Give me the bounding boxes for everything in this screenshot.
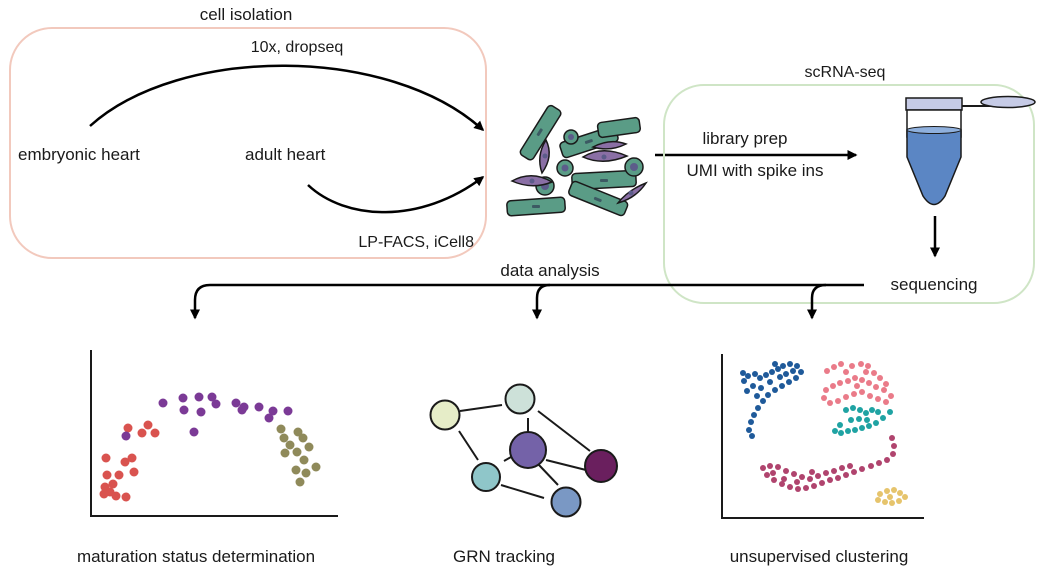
library-prep-label: library prep bbox=[702, 129, 787, 148]
cell-isolation-box bbox=[9, 27, 487, 259]
umi-spike-label: UMI with spike ins bbox=[687, 161, 824, 180]
grn-branch-arrow bbox=[532, 283, 551, 320]
unsupervised-label: unsupervised clustering bbox=[730, 547, 909, 566]
cell-cluster-icon bbox=[506, 104, 648, 217]
clustering-plot bbox=[721, 354, 924, 519]
embryonic-arrow bbox=[89, 64, 485, 132]
clustering-branch-arrow bbox=[807, 283, 827, 320]
sequencing-label: sequencing bbox=[891, 275, 978, 294]
gene-network-icon bbox=[429, 383, 618, 518]
adult-heart-label: adult heart bbox=[245, 145, 326, 164]
grn-label: GRN tracking bbox=[453, 547, 555, 566]
embryonic-heart-label: embryonic heart bbox=[18, 145, 140, 164]
microcentrifuge-tube-icon bbox=[905, 95, 1036, 206]
tenx-dropseq-label: 10x, dropseq bbox=[251, 39, 344, 56]
adult-arrow bbox=[307, 176, 485, 214]
maturation-label: maturation status determination bbox=[77, 547, 315, 566]
data-analysis-line bbox=[190, 283, 864, 320]
lp-facs-label: LP-FACS, iCell8 bbox=[358, 234, 474, 251]
cell-isolation-label: cell isolation bbox=[200, 5, 293, 24]
maturation-plot bbox=[90, 350, 338, 517]
data-analysis-label: data analysis bbox=[500, 261, 599, 280]
scrna-seq-label: scRNA-seq bbox=[805, 64, 886, 81]
scrna-seq-box bbox=[663, 84, 1035, 304]
